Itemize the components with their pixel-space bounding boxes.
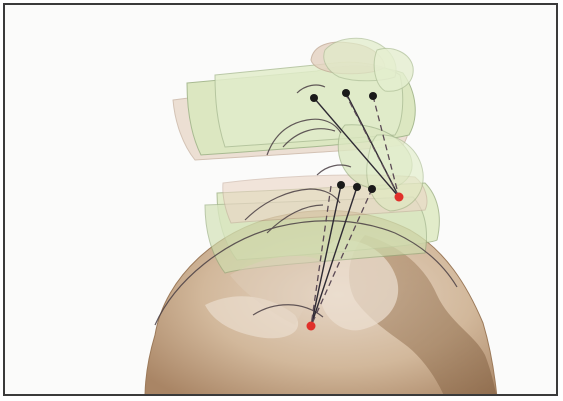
lower-landmark-point-3 [368, 185, 376, 193]
upper-landmark-point-2 [342, 89, 350, 97]
upper-landmark-point-1 [310, 94, 318, 102]
upper-landmark-point-3 [369, 92, 377, 100]
lower-landmark-point-2 [353, 183, 361, 191]
lower-landmark-point-1 [337, 181, 345, 189]
figure-frame [3, 3, 558, 396]
lower-target-point [307, 322, 316, 331]
spine-illustration [5, 5, 558, 396]
upper-target-point [395, 193, 404, 202]
